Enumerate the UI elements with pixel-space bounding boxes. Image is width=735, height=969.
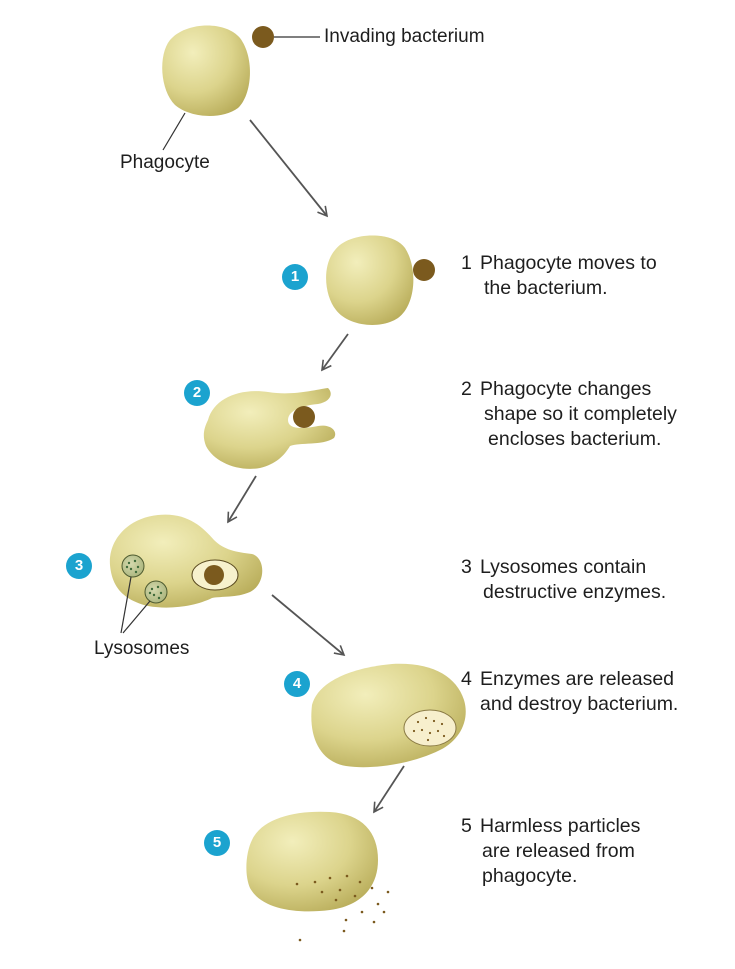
step-1-bacterium <box>413 259 435 281</box>
step-3-number: 3 <box>461 556 472 578</box>
step-1-badge: 1 <box>282 264 308 290</box>
step-4-line-2: and destroy bacterium. <box>480 693 679 715</box>
step-5-line-2: are released from <box>482 840 635 862</box>
arrow-to-step-2 <box>321 333 349 372</box>
step-5-line-1: Harmless particles <box>480 815 641 837</box>
step-4-number: 4 <box>461 668 472 690</box>
step-1-description: 1 Phagocyte moves to the bacterium. <box>461 251 657 301</box>
step-2-line-3: encloses bacterium. <box>488 428 662 450</box>
step-3-badge: 3 <box>66 553 92 579</box>
step-5-number: 5 <box>461 815 472 837</box>
step-3-bacterium <box>204 565 224 585</box>
step-1-number: 1 <box>461 252 472 274</box>
arrow-to-step-1 <box>249 119 329 218</box>
step-5-line-3: phagocyte. <box>482 865 578 887</box>
initial-phagocyte <box>162 25 250 116</box>
step-4-description: 4 Enzymes are released and destroy bacter… <box>461 667 678 717</box>
lysosome-1 <box>121 554 145 578</box>
step-2-description: 2 Phagocyte changes shape so it completel… <box>461 377 677 452</box>
step-4-badge: 4 <box>284 671 310 697</box>
step-1-line-1: Phagocyte moves to <box>480 252 657 274</box>
step-2-line-1: Phagocyte changes <box>480 378 652 400</box>
step-3-description: 3 Lysosomes contain destructive enzymes. <box>461 555 666 605</box>
step-2-bacterium <box>293 406 315 428</box>
invading-bacterium <box>252 26 274 48</box>
harmless-particles <box>295 874 390 942</box>
step-5-phagocyte <box>246 811 378 912</box>
step-3-line-2: destructive enzymes. <box>483 581 667 603</box>
arrow-to-step-5 <box>373 765 405 814</box>
step-2-phagocyte <box>203 388 336 469</box>
digesting-vacuole <box>403 709 457 747</box>
lysosome-leader-line-2 <box>122 600 151 634</box>
step-2-badge: 2 <box>184 380 210 406</box>
step-1-line-2: the bacterium. <box>484 277 608 299</box>
arrow-to-step-3 <box>227 475 257 524</box>
arrow-to-step-4 <box>271 594 346 657</box>
step-2-line-2: shape so it completely <box>484 403 677 425</box>
step-2-number: 2 <box>461 378 472 400</box>
step-5-description: 5 Harmless particles are released from ph… <box>461 814 640 889</box>
lysosome-leader-line-1 <box>120 576 132 634</box>
step-1-phagocyte <box>326 235 414 325</box>
invading-bacterium-label: Invading bacterium <box>324 26 485 47</box>
step-3-line-1: Lysosomes contain <box>480 556 647 578</box>
step-5-badge: 5 <box>204 830 230 856</box>
lysosomes-label: Lysosomes <box>94 638 190 659</box>
step-4-line-1: Enzymes are released <box>480 668 675 690</box>
phagocyte-label: Phagocyte <box>120 152 210 173</box>
phagocyte-leader-line <box>162 112 186 151</box>
lysosome-2 <box>144 580 168 604</box>
